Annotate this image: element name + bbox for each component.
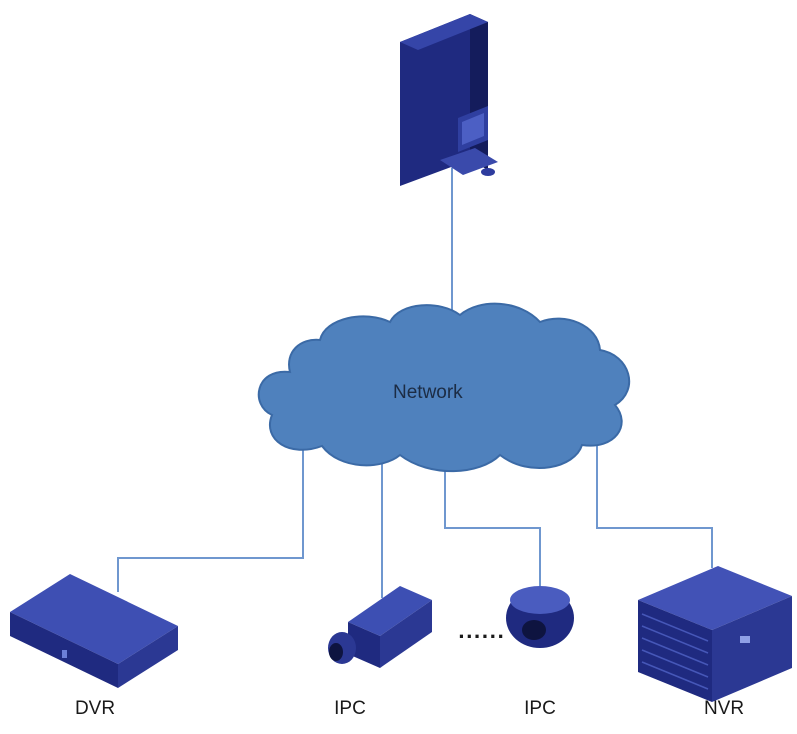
more-devices-ellipsis: ...... [458,622,506,643]
nvr-label: NVR [703,698,745,719]
dvr-side [118,626,178,688]
monitor-screen [462,113,484,145]
nvr-side [712,596,792,702]
line-nvr-network [596,428,713,568]
server-tower-front [400,14,470,186]
ipc-box-front [348,622,380,668]
nvr-device [638,566,792,702]
dvr-device [10,574,178,688]
nvr-drive-bays [641,613,709,690]
server-pc [400,14,498,186]
ipc-box-top [348,586,432,636]
connection-lines [117,168,713,598]
line-ipc-dome-network [444,468,541,586]
dome-lens [522,620,546,640]
ipc-lens [329,643,343,661]
line-dvr-network [117,448,304,592]
dvr-top [10,574,178,664]
dvr-label: DVR [74,698,116,719]
dome-top [510,586,570,614]
ipc-box-side [380,600,432,668]
network-cloud [257,302,631,473]
nvr-top [638,566,792,630]
dvr-indicator [62,650,67,658]
keyboard [440,148,498,175]
mouse [481,168,495,176]
ipc-box-camera [328,586,432,668]
nvr-indicator [740,636,750,643]
server-tower-top [400,14,488,50]
server-tower-side [470,14,488,170]
network-label: Network [393,382,463,403]
ipc-dome-camera [506,586,574,648]
ipc-dome-label: IPC [524,698,556,719]
ipc-box-label: IPC [334,698,366,719]
